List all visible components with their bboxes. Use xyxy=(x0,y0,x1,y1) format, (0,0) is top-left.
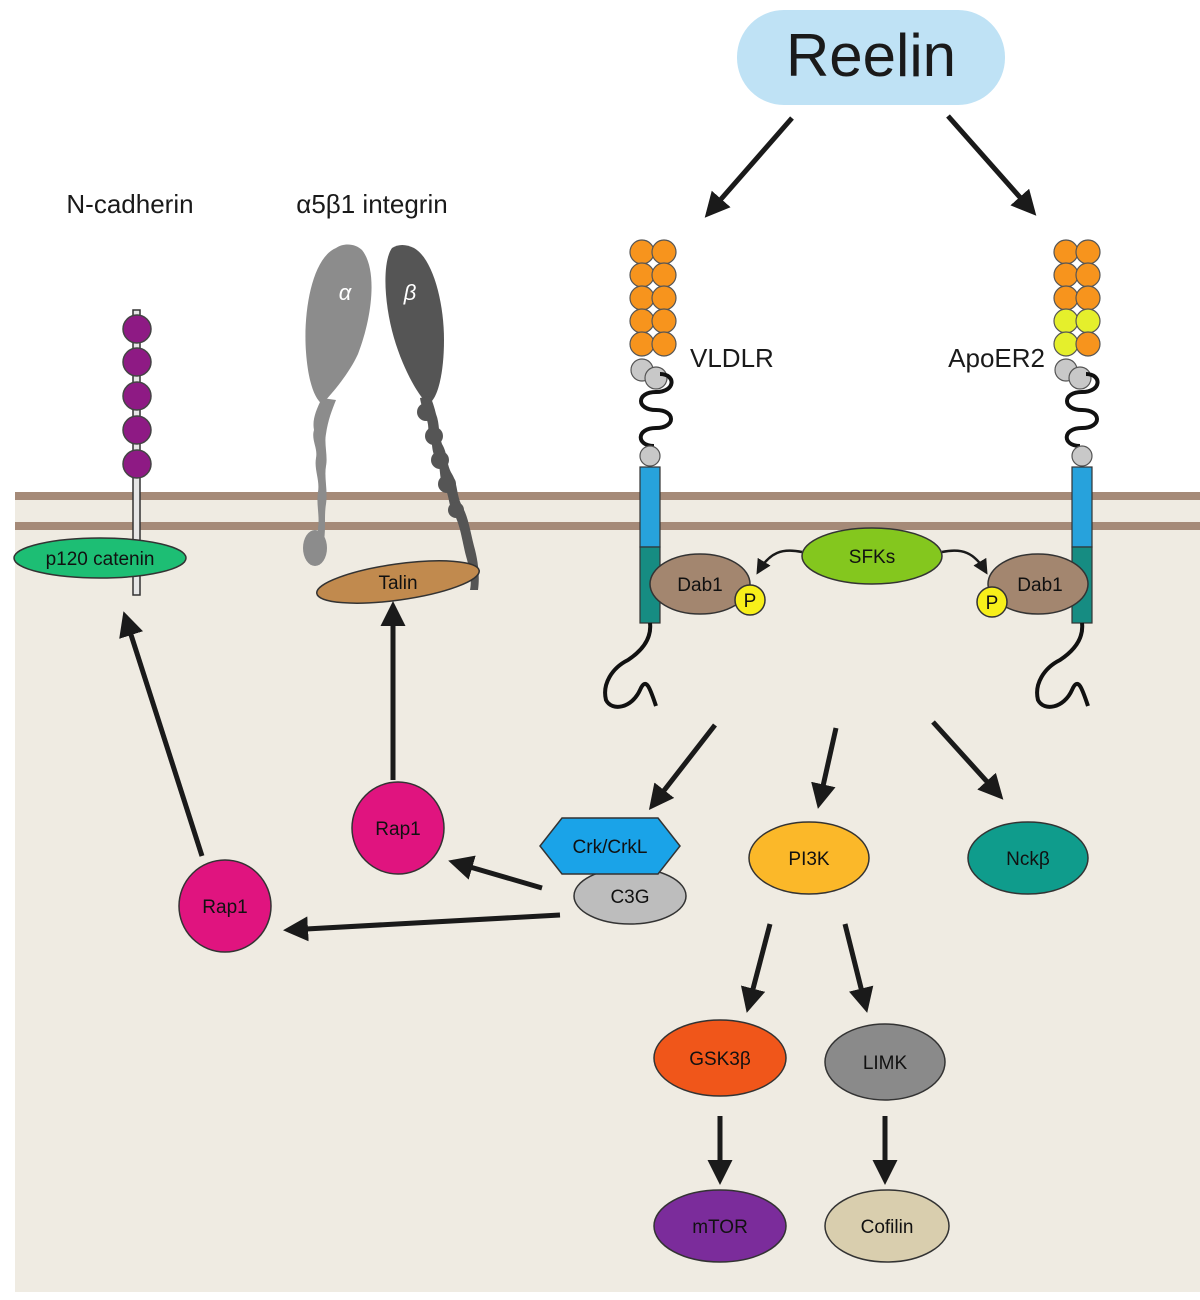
arrow-crk-rap1-upper xyxy=(448,855,543,891)
crk-node: Crk/CrkL xyxy=(539,817,681,875)
pi3k-node: PI3K xyxy=(748,821,870,895)
p120-catenin-node: p120 catenin xyxy=(13,537,187,579)
arrow-dab1-nck xyxy=(931,720,1004,800)
ncadherin-label: N-cadherin xyxy=(66,189,193,219)
reelin-node: Reelin xyxy=(737,10,1005,105)
arrow-reelin-apoer2 xyxy=(946,114,1037,216)
talin-label: Talin xyxy=(378,573,417,594)
pi3k-label: PI3K xyxy=(788,849,830,870)
arrow-sfks-dab1-left xyxy=(756,549,803,575)
rap1-upper-node: Rap1 xyxy=(351,781,445,875)
dab1-left-node: Dab1 xyxy=(649,553,751,615)
rap1-lower-label: Rap1 xyxy=(202,897,247,918)
cofilin-label: Cofilin xyxy=(861,1217,914,1238)
limk-node: LIMK xyxy=(824,1023,946,1101)
integrin-label: α5β1 integrin xyxy=(296,189,447,219)
gsk3b-node: GSK3β xyxy=(653,1019,787,1097)
arrow-dab1-pi3k xyxy=(811,727,839,809)
arrow-reelin-vldlr xyxy=(704,116,794,218)
apoer2-label: ApoER2 xyxy=(948,343,1045,373)
limk-label: LIMK xyxy=(863,1053,908,1074)
cell-membrane-outer xyxy=(15,492,1200,500)
c3g-label: C3G xyxy=(610,887,649,908)
vldlr-receptor xyxy=(603,239,677,709)
mtor-node: mTOR xyxy=(653,1189,787,1263)
reelin-label: Reelin xyxy=(786,22,956,89)
p-right-label: P xyxy=(986,593,999,614)
phospho-left: P xyxy=(734,584,766,616)
ncadherin-receptor xyxy=(122,309,152,596)
dab1-right-label: Dab1 xyxy=(1017,575,1062,596)
nck-node: Nckβ xyxy=(967,821,1089,895)
apoer2-receptor xyxy=(1035,239,1101,709)
p120-label: p120 catenin xyxy=(46,549,155,570)
arrow-dab1-crk xyxy=(648,723,717,810)
arrow-c3g-rap1-lower xyxy=(283,912,561,942)
crk-label: Crk/CrkL xyxy=(573,837,648,858)
rap1-lower-node: Rap1 xyxy=(178,859,272,953)
rap1-upper-label: Rap1 xyxy=(375,819,420,840)
arrow-rap1-p120 xyxy=(119,611,205,857)
dab1-left-label: Dab1 xyxy=(677,575,722,596)
phospho-right: P xyxy=(976,586,1008,618)
cell-membrane-inner xyxy=(15,522,1200,530)
integrin-beta-subunit: β xyxy=(385,245,479,590)
p-left-label: P xyxy=(744,591,757,612)
dab1-right-node: Dab1 xyxy=(987,553,1089,615)
nck-label: Nckβ xyxy=(1006,849,1050,870)
mtor-label: mTOR xyxy=(692,1217,748,1238)
alpha-label: α xyxy=(339,280,353,305)
talin-node: Talin xyxy=(316,560,480,604)
sfks-label: SFKs xyxy=(849,547,895,568)
vldlr-label: VLDLR xyxy=(690,343,774,373)
arrow-sfks-dab1-right xyxy=(941,549,988,575)
arrow-pi3k-gsk xyxy=(740,923,773,1013)
beta-label: β xyxy=(403,280,417,305)
gsk-label: GSK3β xyxy=(689,1049,751,1070)
cofilin-node: Cofilin xyxy=(824,1189,950,1263)
integrin-alpha-subunit: α xyxy=(303,244,372,566)
c3g-node: C3G xyxy=(573,867,687,925)
sfks-node: SFKs xyxy=(801,527,943,585)
arrow-pi3k-limk xyxy=(842,923,874,1013)
